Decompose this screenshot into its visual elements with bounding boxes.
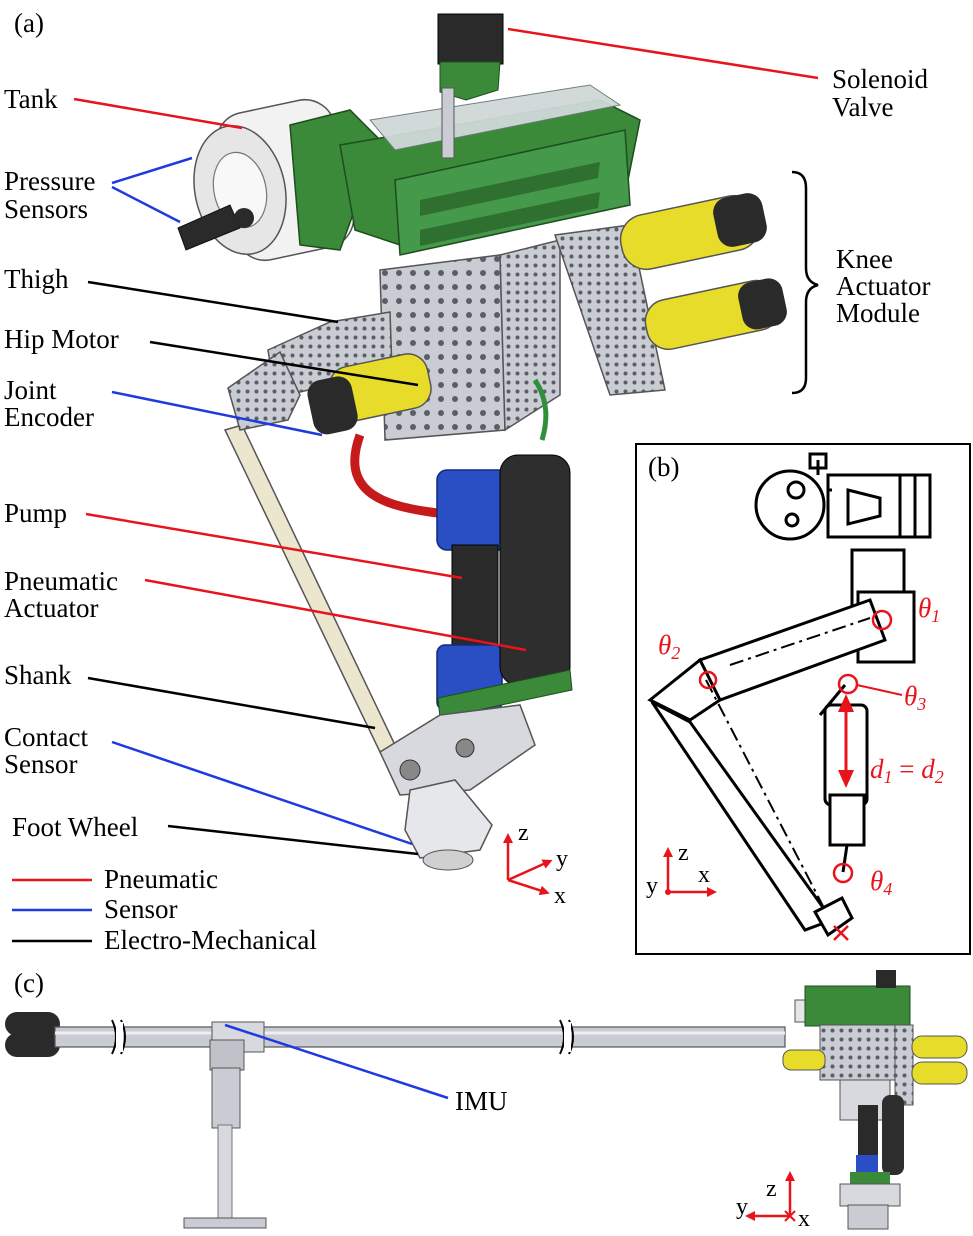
foot-contact-mark (833, 925, 849, 941)
boom-arm (54, 1026, 786, 1048)
pump-label: Pump (4, 498, 67, 528)
pneumatic-actuator-label-2: Actuator (4, 593, 98, 623)
foot-wheel-label: Foot Wheel (12, 812, 138, 842)
counterweight-bottom (5, 1033, 60, 1057)
axis-triad-c: z y x (736, 1171, 810, 1232)
pressure-sensors-label-2: Sensors (4, 194, 88, 224)
pneumatic-actuator-label-1: Pneumatic (4, 566, 118, 596)
joint-encoder-callout (111, 390, 323, 437)
imu-callout (224, 1023, 449, 1100)
imu-label: IMU (455, 1086, 508, 1116)
axis-x-label-a: x (554, 883, 566, 909)
theta2-label: θ2 (658, 630, 680, 663)
knee-actuator-label-2: Actuator (836, 271, 930, 301)
knee-module-brace (791, 170, 819, 395)
labels-a: Tank Pressure Sensors Thigh Hip Motor Jo… (4, 64, 930, 842)
pressure-sensors-label-1: Pressure (4, 166, 95, 196)
contact-sensor-label-1: Contact (4, 722, 88, 752)
hip-motor-label: Hip Motor (4, 324, 119, 354)
axis-triad-b: z x y (646, 840, 717, 899)
shank-callout (87, 676, 376, 730)
thigh-callout (87, 280, 339, 324)
pressure-sensor-callout-1 (111, 156, 193, 185)
tank-body (177, 98, 355, 262)
joint-theta3 (837, 673, 859, 695)
joint-theta4 (832, 862, 854, 884)
legend: Pneumatic Sensor Electro-Mechanical (12, 864, 317, 955)
knee-actuator-label-1: Knee (836, 244, 893, 274)
knee-motors (619, 193, 787, 351)
pneumatic-actuator-callout (144, 578, 527, 652)
theta1-label: θ1 (918, 593, 940, 626)
callout-lines-a (73, 27, 819, 856)
pivot-stand (183, 1021, 267, 1229)
knee-actuator-label-3: Module (836, 298, 920, 328)
theta3-label: θ3 (904, 681, 926, 714)
green-housing (289, 84, 641, 256)
hip-motor-part (307, 353, 432, 435)
joint-markers (698, 609, 893, 941)
leg-side-view (782, 970, 968, 1230)
panel-label-a: (a) (14, 8, 44, 38)
joint-encoder-label-2: Encoder (4, 402, 94, 432)
legend-label-sensor: Sensor (104, 894, 178, 924)
panel-label-b: (b) (648, 452, 679, 482)
contact-sensor-label-2: Sensor (4, 749, 78, 779)
panel-b: (b) (635, 443, 971, 955)
axis-z-label-c: z (766, 1176, 777, 1202)
solenoid-valve-part (437, 13, 504, 159)
thigh-label: Thigh (4, 264, 69, 294)
robot-leg-render (177, 13, 787, 871)
axis-triad-a: z y x (503, 820, 568, 909)
contact-sensor-callout (111, 740, 413, 846)
axis-z-label-a: z (518, 820, 529, 846)
tank-label: Tank (4, 84, 58, 114)
shank-label: Shank (4, 660, 72, 690)
axis-x-label-b: x (698, 862, 710, 888)
theta3-leader (856, 684, 903, 696)
tank-callout (73, 97, 243, 130)
solenoid-valve-callout (507, 27, 819, 80)
theta4-label: θ4 (870, 866, 892, 899)
legend-label-pneumatic: Pneumatic (104, 864, 218, 894)
d-equation-label: d1 = d2 (870, 754, 944, 787)
joint-encoder-label-1: Joint (4, 375, 57, 405)
joint-theta1 (871, 609, 893, 631)
kinematic-schematic (647, 452, 932, 938)
pump-callout (85, 512, 463, 580)
solenoid-valve-label-1: Solenoid (832, 64, 929, 94)
stroke-arrow (838, 694, 854, 788)
panel-label-c: (c) (14, 968, 44, 998)
axis-y-label-b: y (646, 873, 658, 899)
pressure-sensor-callout-2 (111, 185, 181, 224)
axis-z-label-b: z (678, 840, 689, 866)
joint-theta2 (698, 670, 718, 690)
pump-actuator (436, 454, 573, 719)
axis-x-label-c: x (798, 1206, 810, 1232)
thigh-brackets (227, 224, 666, 441)
legend-label-electro-mechanical: Electro-Mechanical (104, 925, 317, 955)
shank-rod (223, 424, 397, 753)
hip-motor-callout (149, 340, 419, 387)
axis-y-label-c: y (736, 1194, 748, 1220)
solenoid-valve-label-2: Valve (832, 92, 893, 122)
panel-c: (c) (5, 968, 968, 1232)
foot-wheel-callout (167, 824, 419, 856)
counterweight-top (5, 1012, 60, 1036)
axis-y-label-a: y (556, 846, 568, 872)
knee-bracket (379, 704, 536, 796)
foot-wheel-part (404, 779, 493, 871)
